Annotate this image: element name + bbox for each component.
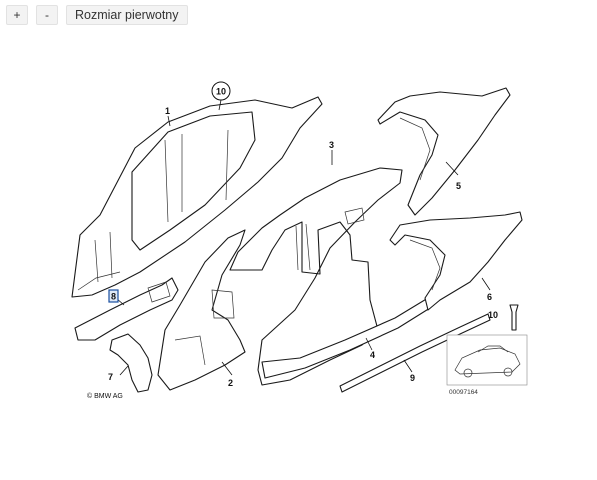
part-7-bracket xyxy=(109,333,153,393)
part-label-3: 3 xyxy=(329,140,334,150)
leader-lines xyxy=(115,99,491,376)
part-10-screw xyxy=(509,304,519,331)
part-2-inner-frame xyxy=(157,229,246,391)
part-9-strip xyxy=(339,313,491,393)
car-location-inset xyxy=(446,334,528,386)
part-label-9: 9 xyxy=(410,373,415,383)
part-label-5: 5 xyxy=(456,181,461,191)
part-label-8: 8 xyxy=(111,292,116,302)
toolbar: + - Rozmiar pierwotny xyxy=(0,0,597,30)
part-1-side-frame xyxy=(71,96,323,298)
part-3-inner-frame xyxy=(229,167,403,386)
part-label-10: 10 xyxy=(488,310,498,320)
part-label-7: 7 xyxy=(108,372,113,382)
part-label-1: 1 xyxy=(165,106,170,116)
copyright-text: © BMW AG xyxy=(87,392,123,400)
part-label-4: 4 xyxy=(370,350,375,360)
zoom-in-button[interactable]: + xyxy=(6,5,28,25)
part-8-reinforcement xyxy=(74,277,179,341)
part-5-rear-quarter xyxy=(377,87,511,216)
image-code: 00097164 xyxy=(449,389,478,396)
original-size-button[interactable]: Rozmiar pierwotny xyxy=(66,5,188,25)
circled-part-label: 10 xyxy=(211,81,231,101)
part-label-2: 2 xyxy=(228,378,233,388)
parts-diagram: 1 2 3 4 5 6 7 9 10 10 8 © BMW AG 0009716… xyxy=(0,30,597,480)
highlighted-part-label: 8 xyxy=(108,289,119,303)
part-label-6: 6 xyxy=(487,292,492,302)
part-6-rear-quarter-lower xyxy=(389,211,523,311)
zoom-out-button[interactable]: - xyxy=(36,5,58,25)
circled-label-text: 10 xyxy=(216,87,226,97)
